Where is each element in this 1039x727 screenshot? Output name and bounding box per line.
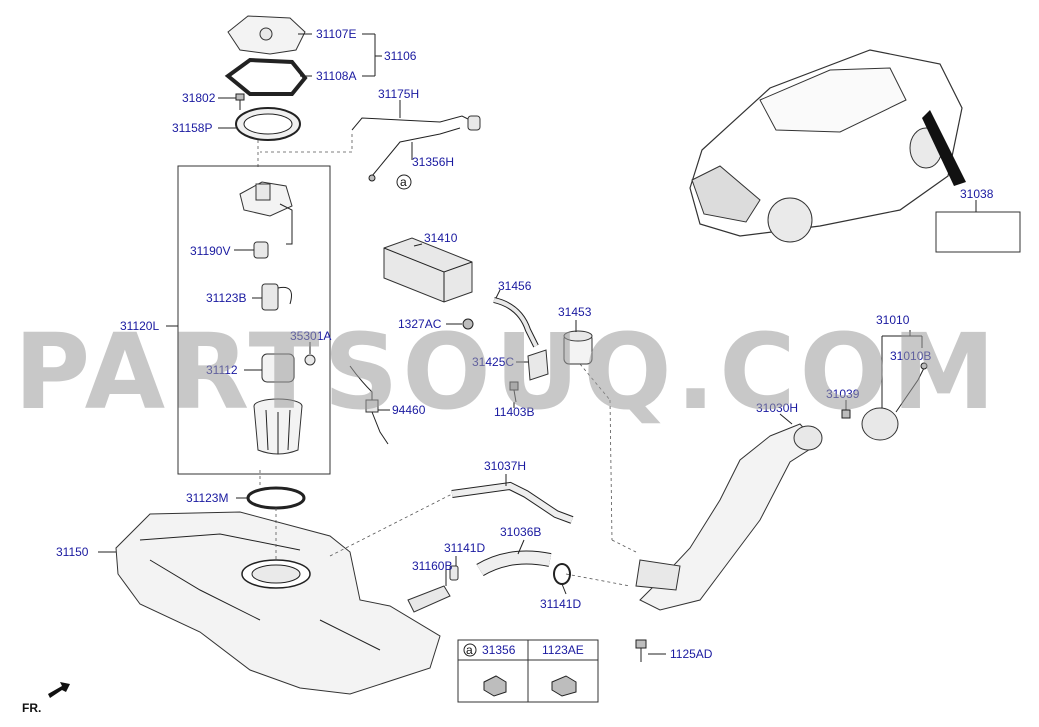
label-31120l[interactable]: 31120L [120, 319, 159, 333]
label-1125ad[interactable]: 1125AD [670, 647, 713, 661]
label-31456[interactable]: 31456 [498, 279, 532, 293]
label-31190v[interactable]: 31190V [190, 244, 230, 258]
label-31108a[interactable]: 31108A [316, 69, 356, 83]
part-1327ac-nut[interactable] [462, 318, 474, 330]
part-pump-module-top[interactable] [239, 181, 293, 245]
label-31453[interactable]: 31453 [558, 305, 592, 319]
label-31123b[interactable]: 31123B [206, 291, 246, 305]
label-31150[interactable]: 31150 [56, 545, 89, 559]
watermark: PARTSOUQ.COM [14, 311, 999, 433]
ref-marker-a-text: a [400, 175, 407, 189]
label-31030h[interactable]: 31030H [756, 401, 798, 415]
legend-clip-icon-31356 [483, 675, 507, 697]
label-31141d-lower[interactable]: 31141D [540, 597, 581, 611]
label-31160b[interactable]: 31160B [412, 559, 452, 573]
label-31036b[interactable]: 31036B [500, 525, 541, 539]
leader-lines [98, 33, 977, 655]
part-31410-canister[interactable] [383, 237, 473, 303]
part-31158p-ring[interactable] [235, 107, 301, 141]
label-31010[interactable]: 31010 [876, 313, 910, 327]
part-94460-sensor[interactable] [349, 365, 389, 445]
label-11403b[interactable]: 11403B [494, 405, 534, 419]
part-31141d-clamp-a[interactable] [449, 565, 459, 581]
legend-part-31356[interactable]: 31356 [482, 643, 516, 657]
legend-clip-icon-1123ae [551, 675, 577, 697]
label-94460[interactable]: 94460 [392, 403, 426, 417]
front-direction-indicator: FR. [22, 682, 70, 715]
part-31010-fuel-cap[interactable] [861, 362, 928, 441]
label-31106[interactable]: 31106 [384, 49, 417, 63]
label-31425c[interactable]: 31425C [472, 355, 514, 369]
label-31356h[interactable]: 31356H [412, 155, 454, 169]
part-31456-hose[interactable] [493, 297, 539, 348]
part-31108a-gasket[interactable] [224, 57, 308, 96]
part-31123m-gasket[interactable] [246, 486, 306, 510]
part-31037h-hose[interactable] [451, 481, 574, 524]
part-31107e-cover[interactable] [227, 15, 306, 55]
label-31107e[interactable]: 31107E [316, 27, 356, 41]
label-31175h[interactable]: 31175H [378, 87, 419, 101]
label-31123m[interactable]: 31123M [186, 491, 228, 505]
part-31112-filter[interactable] [261, 353, 295, 383]
part-reservoir-cup[interactable] [253, 398, 303, 455]
legend-marker-a: a [466, 643, 473, 657]
front-direction-label: FR. [22, 701, 41, 715]
label-31158p[interactable]: 31158P [172, 121, 212, 135]
label-31039[interactable]: 31039 [826, 387, 860, 401]
label-31802[interactable]: 31802 [182, 91, 216, 105]
part-31038-label-box[interactable] [935, 211, 1021, 253]
front-arrow-icon [48, 682, 70, 698]
label-31037h[interactable]: 31037H [484, 459, 526, 473]
part-1125ad-bolt[interactable] [635, 639, 647, 662]
label-35301a[interactable]: 35301A [290, 329, 331, 343]
label-31410[interactable]: 31410 [424, 231, 458, 245]
vehicle-illustration [689, 49, 966, 243]
part-31123b-pump[interactable] [261, 283, 292, 311]
part-31190v[interactable] [253, 241, 269, 259]
part-31030h-filler-neck[interactable] [635, 423, 823, 611]
label-1327ac[interactable]: 1327AC [398, 317, 442, 331]
label-31038[interactable]: 31038 [960, 187, 994, 201]
part-31150-fuel-tank[interactable] [115, 511, 441, 695]
ref-marker-a[interactable]: a [396, 174, 412, 190]
legend-part-1123ae[interactable]: 1123AE [542, 643, 584, 657]
part-31175h-tube[interactable] [351, 115, 481, 131]
legend-table: a 31356 1123AE [457, 639, 599, 703]
part-31453-filter[interactable] [563, 330, 593, 365]
part-31802-bolt[interactable] [235, 93, 245, 110]
part-11403b-bolt[interactable] [509, 381, 519, 403]
label-31010b[interactable]: 31010B [890, 349, 931, 363]
part-31425c-bracket[interactable] [527, 349, 549, 381]
assembly-box-31120l [177, 165, 331, 475]
part-31160b-pipe[interactable] [407, 585, 451, 613]
part-31036b-hose[interactable] [476, 550, 552, 577]
label-31141d-upper[interactable]: 31141D [444, 541, 485, 555]
part-31356h-tube[interactable] [368, 127, 461, 182]
label-31112[interactable]: 31112 [206, 363, 238, 377]
part-35301a[interactable] [304, 354, 316, 366]
